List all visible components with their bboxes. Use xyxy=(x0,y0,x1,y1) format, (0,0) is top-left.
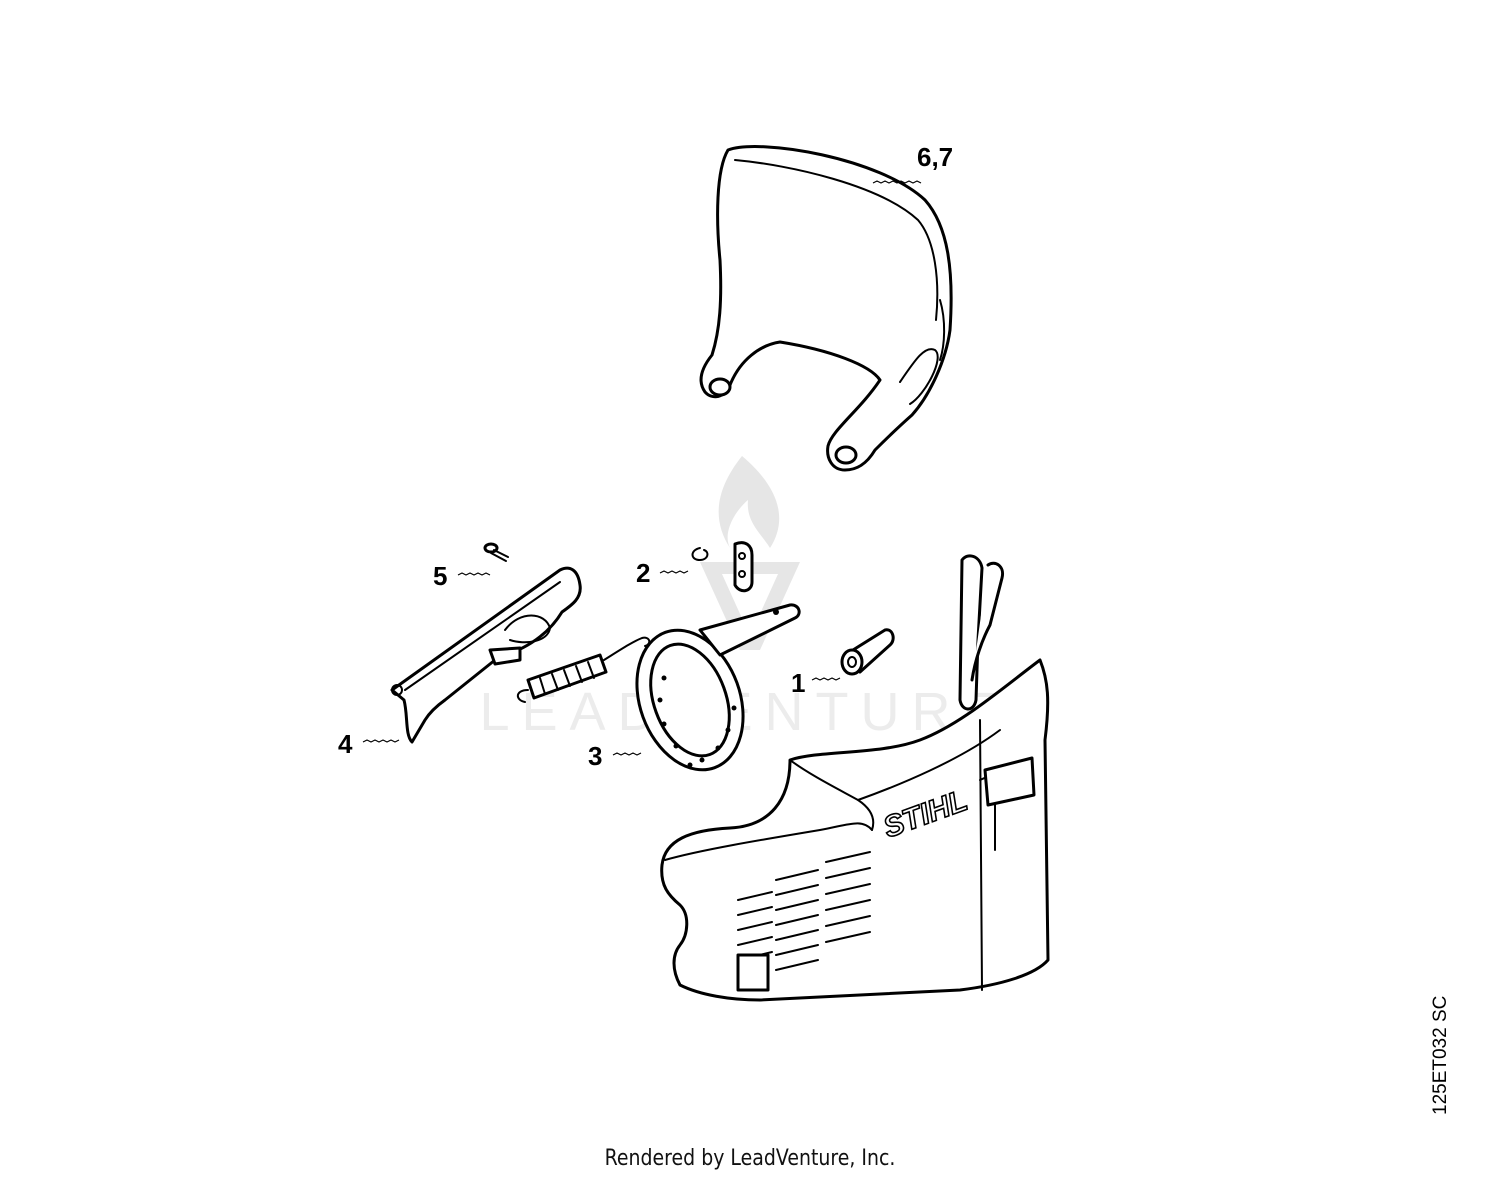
callout-5[interactable]: 5 xyxy=(433,561,447,591)
cover-vents xyxy=(737,851,871,971)
callout-6-7[interactable]: 6,7 xyxy=(917,142,953,172)
part-spring[interactable] xyxy=(516,636,651,703)
part-brake-lever[interactable] xyxy=(390,566,582,744)
leader-lines xyxy=(362,180,922,756)
watermark-flame-icon xyxy=(718,456,780,548)
callout-4[interactable]: 4 xyxy=(338,729,353,759)
watermark-v-icon xyxy=(700,562,800,650)
part-brake-band[interactable] xyxy=(618,603,801,785)
part-sprocket-cover[interactable]: STIHL xyxy=(660,554,1050,1002)
watermark-text: LEADVENTURE xyxy=(479,682,1010,742)
drawing-id: 125ET032 SC xyxy=(1430,995,1451,1115)
part-clip[interactable] xyxy=(691,541,754,593)
footer-rendered-by: Rendered by LeadVenture, Inc. xyxy=(604,1146,896,1171)
callouts: 6,7 5 2 1 4 3 xyxy=(338,142,953,771)
callout-1[interactable]: 1 xyxy=(791,668,805,698)
part-pin[interactable] xyxy=(483,542,509,562)
callout-2[interactable]: 2 xyxy=(636,558,650,588)
part-bushing[interactable] xyxy=(840,628,895,676)
part-hand-guard[interactable] xyxy=(699,145,953,472)
callout-3[interactable]: 3 xyxy=(588,741,602,771)
